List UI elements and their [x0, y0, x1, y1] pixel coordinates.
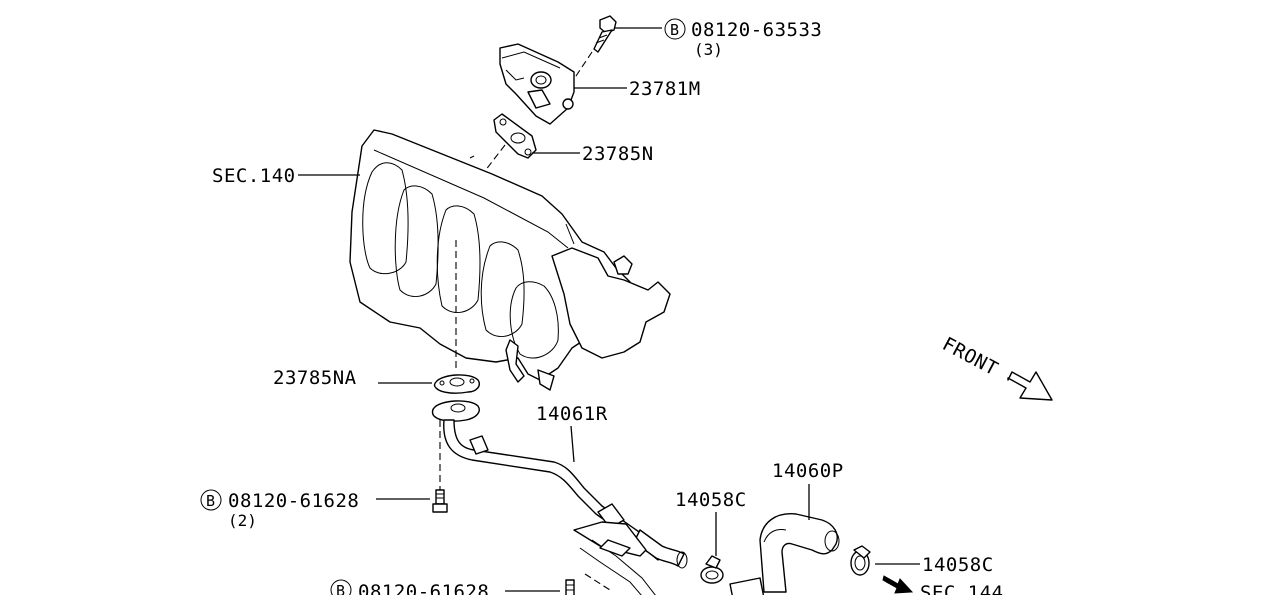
label-front: FRONT — [939, 333, 1002, 380]
bolt-mid-part — [432, 489, 448, 513]
leader-tube — [570, 425, 575, 463]
label-tube: 14061R — [536, 403, 608, 425]
bolt-top-part — [593, 15, 617, 53]
egr-valve-part — [499, 43, 575, 125]
intake-manifold-part — [349, 129, 671, 391]
label-clamp-right: 14058C — [922, 554, 994, 576]
label-bolt-bottom: 08120-61628 — [358, 581, 489, 595]
label-clamp-left: 14058C — [675, 489, 747, 511]
label-bolt-top-qty: (3) — [694, 40, 723, 59]
bolt-symbol-bottom: B — [336, 582, 345, 595]
label-bolt-mid-qty: (2) — [228, 511, 257, 530]
label-manifold-section: SEC.140 — [212, 165, 296, 187]
label-egr-valve: 23781M — [629, 78, 701, 100]
clamp-right-part — [850, 545, 871, 576]
gasket-bottom-part — [433, 374, 480, 394]
gasket-top-part — [493, 113, 537, 159]
bolt-symbol-top: B — [670, 21, 679, 39]
label-bolt-top: 08120-63533 — [691, 19, 822, 41]
circled-b-icon: B — [200, 489, 222, 511]
bolt-bottom-dashline — [584, 573, 611, 591]
label-hose: 14060P — [772, 460, 844, 482]
bolt-bottom-part — [565, 579, 575, 599]
bolt-symbol-mid: B — [206, 492, 215, 510]
egr-tube-part — [431, 400, 688, 597]
clamp-left-part — [700, 555, 724, 584]
label-gasket-bottom: 23785NA — [273, 367, 357, 389]
label-bolt-mid: 08120-61628 — [228, 490, 359, 512]
label-section-bottom: SEC.144 — [920, 582, 1004, 595]
circled-b-icon: B — [330, 579, 352, 600]
label-gasket-top: 23785N — [582, 143, 654, 165]
circled-b-icon: B — [664, 18, 686, 40]
solid-arrow-icon — [882, 575, 914, 594]
hose-part — [729, 513, 840, 600]
arrow-down-right-icon — [1007, 371, 1053, 401]
